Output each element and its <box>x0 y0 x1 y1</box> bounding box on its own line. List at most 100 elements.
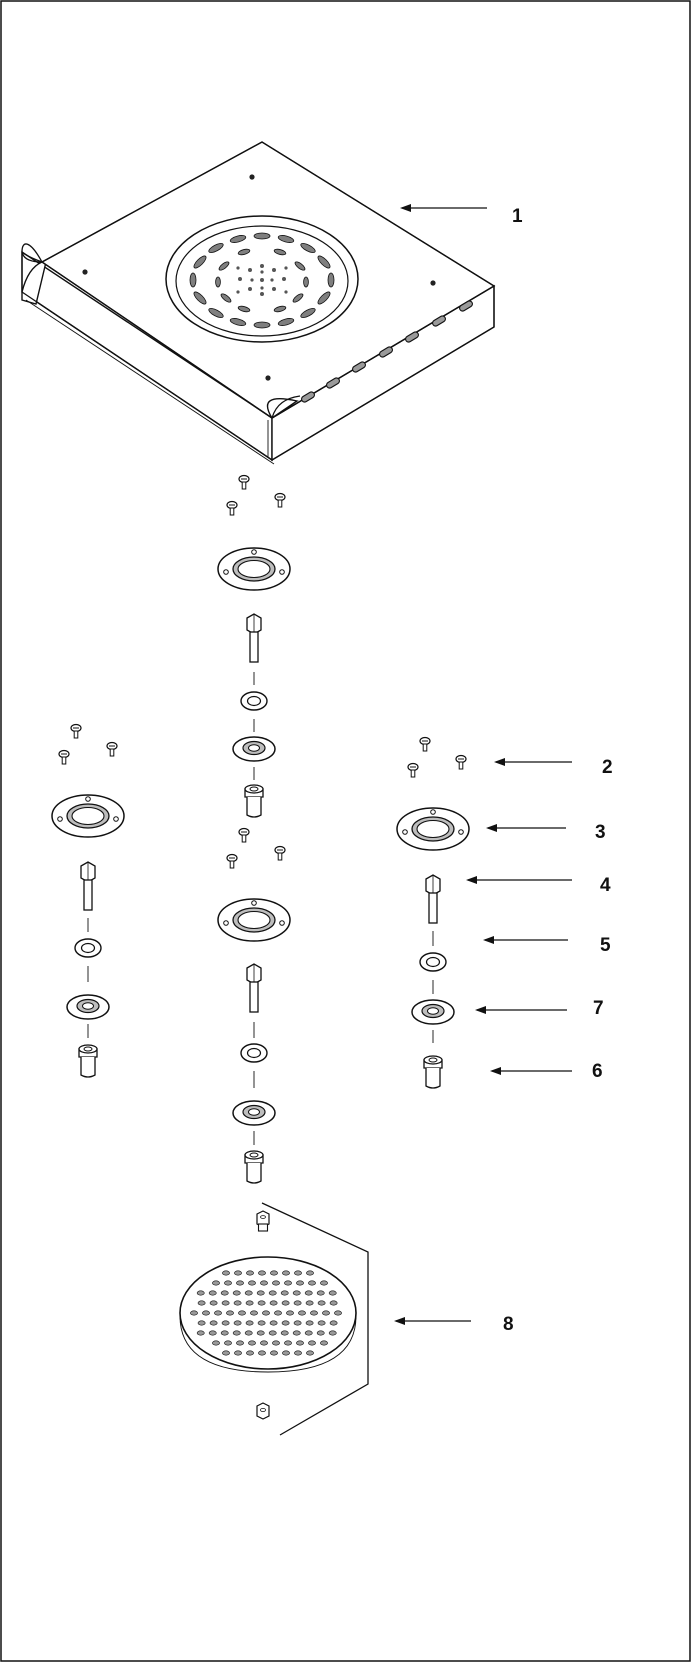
grille-slots <box>189 232 335 329</box>
spray-hole <box>244 1290 253 1296</box>
spray-hole <box>296 1280 304 1286</box>
spray-hole <box>281 1320 290 1326</box>
spray-hole <box>233 1300 242 1306</box>
spray-hole <box>270 1270 278 1276</box>
spray-hole <box>310 1310 318 1316</box>
callout-3: 3 <box>595 822 606 843</box>
spray-hole <box>320 1340 328 1346</box>
spray-hole <box>222 1270 230 1276</box>
vent-slots <box>301 300 473 403</box>
spray-hole <box>329 1320 338 1326</box>
spray-hole <box>196 1290 205 1296</box>
spray-hole <box>245 1300 254 1306</box>
spray-hole <box>260 1340 268 1346</box>
spray-hole <box>256 1330 265 1336</box>
spray-hole <box>268 1330 277 1336</box>
callout-8: 8 <box>503 1314 514 1335</box>
spray-hole <box>308 1280 316 1286</box>
spray-hole <box>284 1340 292 1346</box>
spray-hole <box>208 1290 217 1296</box>
spray-hole <box>308 1340 316 1346</box>
spray-hole <box>222 1350 230 1356</box>
spray-hole <box>196 1330 205 1336</box>
spray-hole <box>322 1310 330 1316</box>
spray-hole <box>298 1310 306 1316</box>
spray-hole <box>202 1310 210 1316</box>
spray-hole <box>293 1300 302 1306</box>
spray-plate-assembly <box>179 1202 369 1436</box>
spray-hole <box>248 1340 256 1346</box>
spray-hole <box>220 1330 229 1336</box>
spray-hole <box>317 1300 326 1306</box>
callout-7: 7 <box>593 998 604 1019</box>
spray-hole <box>221 1320 230 1326</box>
spray-hole <box>232 1290 241 1296</box>
left-fitting-stack <box>51 725 125 1078</box>
spray-hole <box>292 1290 301 1296</box>
spray-hole <box>262 1310 270 1316</box>
spray-hole <box>190 1310 198 1316</box>
spray-hole <box>316 1290 325 1296</box>
spray-hole <box>280 1290 289 1296</box>
spray-hole <box>257 1300 266 1306</box>
spray-hole <box>305 1300 314 1306</box>
spray-hole <box>212 1280 220 1286</box>
spray-hole <box>294 1350 302 1356</box>
spray-hole <box>233 1320 242 1326</box>
grille-holes <box>236 264 288 296</box>
spray-hole <box>317 1320 326 1326</box>
spray-hole <box>286 1310 294 1316</box>
spray-hole <box>281 1300 290 1306</box>
spray-hole <box>304 1330 313 1336</box>
spray-hole <box>197 1320 206 1326</box>
spray-hole <box>328 1290 337 1296</box>
spray-hole <box>232 1330 241 1336</box>
spray-hole <box>258 1270 266 1276</box>
spray-hole <box>256 1290 265 1296</box>
spray-hole <box>274 1310 282 1316</box>
spray-hole <box>246 1270 254 1276</box>
spray-hole <box>328 1330 337 1336</box>
callout-5: 5 <box>600 935 611 956</box>
spray-hole <box>257 1320 266 1326</box>
spray-hole <box>306 1350 314 1356</box>
callout-1: 1 <box>512 206 523 227</box>
spray-hole <box>236 1340 244 1346</box>
spray-hole <box>269 1320 278 1326</box>
spray-hole <box>208 1330 217 1336</box>
spray-hole <box>304 1290 313 1296</box>
spray-hole <box>282 1350 290 1356</box>
spray-plate-holes <box>190 1270 342 1356</box>
callout-4: 4 <box>600 875 611 896</box>
spray-hole <box>214 1310 222 1316</box>
spray-hole <box>245 1320 254 1326</box>
spray-hole <box>224 1280 232 1286</box>
spray-hole <box>212 1340 220 1346</box>
spray-hole <box>282 1270 290 1276</box>
spray-hole <box>246 1350 254 1356</box>
spray-hole <box>209 1300 218 1306</box>
spray-hole <box>272 1340 280 1346</box>
spray-hole <box>334 1310 342 1316</box>
spray-hole <box>296 1340 304 1346</box>
spray-hole <box>248 1280 256 1286</box>
bottom-nut <box>256 1402 270 1420</box>
spray-hole <box>234 1350 242 1356</box>
spray-hole <box>280 1330 289 1336</box>
spray-hole <box>268 1290 277 1296</box>
callout-6: 6 <box>592 1061 603 1082</box>
callout-2: 2 <box>602 757 613 778</box>
spray-hole <box>306 1270 314 1276</box>
spray-hole <box>258 1350 266 1356</box>
spray-hole <box>260 1280 268 1286</box>
spray-hole <box>244 1330 253 1336</box>
center-lower-fitting-stack <box>217 829 291 1184</box>
spray-hole <box>234 1270 242 1276</box>
spray-hole <box>329 1300 338 1306</box>
spray-hole <box>221 1300 230 1306</box>
shower-head-housing <box>21 141 496 465</box>
spray-hole <box>272 1280 280 1286</box>
spray-hole <box>294 1270 302 1276</box>
